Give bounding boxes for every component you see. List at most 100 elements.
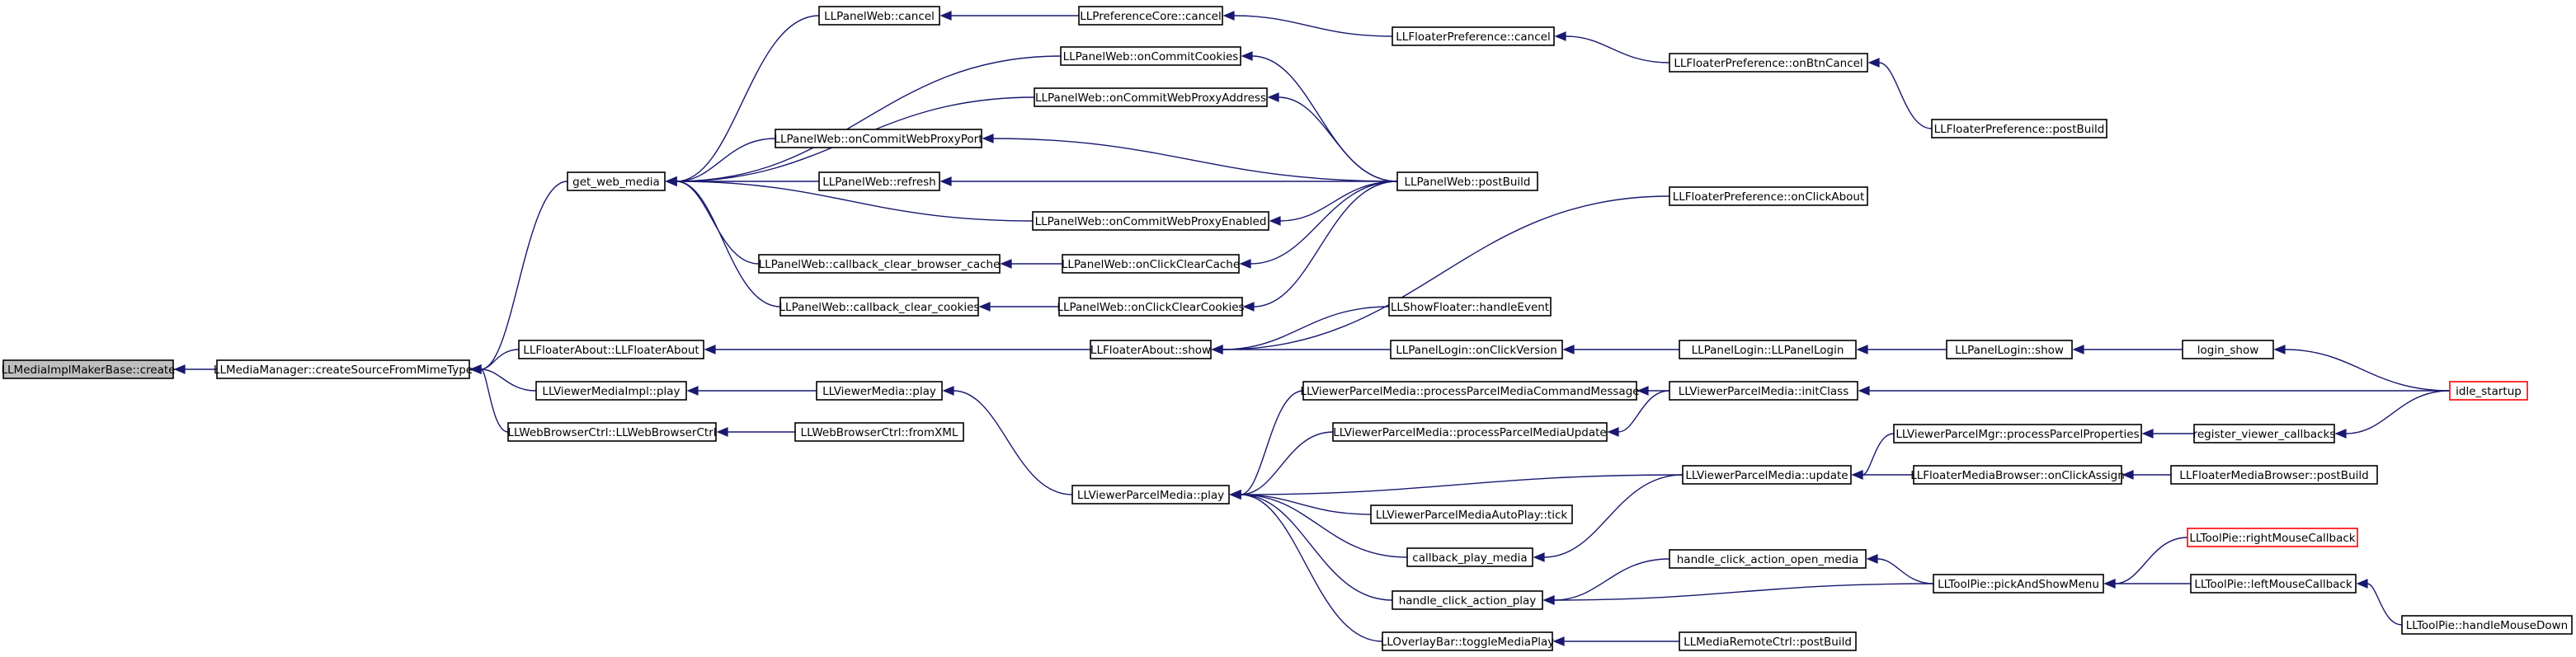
- node-llpreferencecore-cancel[interactable]: LLPreferenceCore::cancel: [1078, 6, 1223, 26]
- node-box[interactable]: [794, 422, 964, 442]
- node-box[interactable]: [1058, 297, 1243, 317]
- node-llpanelweb-oncommitwebproxyaddress[interactable]: LLPanelWeb::onCommitWebProxyAddress: [1034, 87, 1268, 107]
- node-box[interactable]: [2449, 381, 2528, 401]
- node-llpanelweb-refresh[interactable]: LLPanelWeb::refresh: [818, 171, 940, 191]
- node-box[interactable]: [1032, 211, 1269, 231]
- node-box[interactable]: [1390, 340, 1563, 359]
- node-box[interactable]: [1682, 465, 1852, 485]
- node-llpanelweb-postbuild[interactable]: LLPanelWeb::postBuild: [1396, 171, 1538, 191]
- node-box[interactable]: [1078, 6, 1223, 26]
- node-llmediamanager-createsourcefrommimetype[interactable]: LLMediaManager::createSourceFromMimeType: [214, 359, 473, 379]
- node-llwebbrowserctrl-llwebbrowserctrl[interactable]: LLWebBrowserCtrl::LLWebBrowserCtrl: [507, 422, 717, 442]
- node-llshowfloater-handleevent[interactable]: LLShowFloater::handleEvent: [1388, 297, 1552, 317]
- node-llviewerparcelmedia-update[interactable]: LLViewerParcelMedia::update: [1682, 465, 1852, 485]
- node-llviewerparcelmedia-play[interactable]: LLViewerParcelMedia::play: [1071, 485, 1230, 504]
- node-box[interactable]: [2182, 340, 2274, 359]
- node-box[interactable]: [1669, 53, 1868, 73]
- node-llviewerparcelmgr-processparcelproperties[interactable]: LLViewerParcelMgr::processParcelProperti…: [1893, 424, 2142, 443]
- node-box[interactable]: [1946, 340, 2073, 359]
- node-llviewerparcelmedia-processparcelmediaupdate[interactable]: LLViewerParcelMedia::processParcelMediaU…: [1332, 422, 1608, 442]
- node-llpanelweb-callback-clear-browser-cache[interactable]: LLPanelWeb::callback_clear_browser_cache: [758, 254, 1001, 274]
- node-llpanelweb-callback-clear-cookies[interactable]: LLPanelWeb::callback_clear_cookies: [779, 297, 980, 317]
- node-box[interactable]: [775, 129, 982, 148]
- node-box[interactable]: [1669, 186, 1868, 206]
- node-llfloaterabout-llfloaterabout[interactable]: LLFloaterAbout::LLFloaterAbout: [518, 340, 704, 359]
- node-llpanellogin-onclickversion[interactable]: LLPanelLogin::onClickVersion: [1390, 340, 1563, 359]
- node-lloverlaybar-togglemediaplay[interactable]: LLOverlayBar::toggleMediaPlay: [1381, 631, 1554, 651]
- node-llviewerparcelmediaautoplay-tick[interactable]: LLViewerParcelMediaAutoPlay::tick: [1370, 504, 1573, 524]
- node-box[interactable]: [1931, 119, 2107, 138]
- node-register-viewer-callbacks[interactable]: register_viewer_callbacks: [2193, 424, 2336, 443]
- node-llpanelweb-cancel[interactable]: LLPanelWeb::cancel: [818, 6, 940, 26]
- node-box[interactable]: [518, 340, 704, 359]
- node-llwebbrowserctrl-fromxml[interactable]: LLWebBrowserCtrl::fromXML: [794, 422, 964, 442]
- node-box[interactable]: [1370, 504, 1573, 524]
- node-box[interactable]: [2187, 528, 2358, 547]
- node-box[interactable]: [1060, 46, 1241, 66]
- node-llpanelweb-oncommitwebproxyport[interactable]: LLPanelWeb::onCommitWebProxyPort: [774, 129, 983, 148]
- node-box[interactable]: [1034, 87, 1268, 107]
- node-box[interactable]: [2, 359, 174, 379]
- node-box[interactable]: [567, 171, 666, 191]
- node-box[interactable]: [2170, 465, 2378, 485]
- node-llmediaremotectrl-postbuild[interactable]: LLMediaRemoteCtrl::postBuild: [1679, 631, 1857, 651]
- node-box[interactable]: [2190, 574, 2357, 594]
- node-box[interactable]: [1396, 171, 1538, 191]
- node-lltoolpie-rightmousecallback[interactable]: LLToolPie::rightMouseCallback: [2187, 528, 2358, 547]
- node-llpanellogin-show[interactable]: LLPanelLogin::show: [1946, 340, 2073, 359]
- node-box[interactable]: [1392, 590, 1543, 610]
- node-box[interactable]: [1090, 340, 1212, 359]
- node-box[interactable]: [1933, 574, 2104, 594]
- node-box[interactable]: [507, 422, 717, 442]
- node-box[interactable]: [818, 171, 940, 191]
- node-box[interactable]: [1913, 465, 2122, 485]
- node-box[interactable]: [758, 254, 1001, 274]
- node-get-web-media[interactable]: get_web_media: [567, 171, 666, 191]
- node-llviewermediaimpl-play[interactable]: LLViewerMediaImpl::play: [535, 381, 687, 401]
- node-idle-startup[interactable]: idle_startup: [2449, 381, 2528, 401]
- node-llpanellogin-llpanellogin[interactable]: LLPanelLogin::LLPanelLogin: [1679, 340, 1857, 359]
- node-handle-click-action-open-media[interactable]: handle_click_action_open_media: [1669, 549, 1867, 569]
- node-callback-play-media[interactable]: callback_play_media: [1406, 547, 1533, 567]
- node-llviewermedia-play[interactable]: LLViewerMedia::play: [816, 381, 943, 401]
- node-box[interactable]: [1679, 340, 1857, 359]
- node-login-show[interactable]: login_show: [2182, 340, 2274, 359]
- node-box[interactable]: [1302, 381, 1637, 401]
- node-box[interactable]: [1669, 549, 1867, 569]
- node-llpanelweb-onclickclearcookies[interactable]: LLPanelWeb::onClickClearCookies: [1057, 297, 1245, 317]
- node-box[interactable]: [1392, 26, 1555, 46]
- node-llpanelweb-oncommitwebproxyenabled[interactable]: LLPanelWeb::onCommitWebProxyEnabled: [1032, 211, 1269, 231]
- node-llmediaimplmakerbase-create[interactable]: LLMediaImplMakerBase::create: [2, 359, 176, 379]
- node-box[interactable]: [1332, 422, 1608, 442]
- node-lltoolpie-pickandshowmenu[interactable]: LLToolPie::pickAndShowMenu: [1933, 574, 2104, 594]
- node-box[interactable]: [1071, 485, 1230, 504]
- node-box[interactable]: [1669, 381, 1858, 401]
- node-llfloatermediabrowser-postbuild[interactable]: LLFloaterMediaBrowser::postBuild: [2170, 465, 2378, 485]
- node-llfloaterpreference-cancel[interactable]: LLFloaterPreference::cancel: [1392, 26, 1555, 46]
- node-llfloaterpreference-onbtncancel[interactable]: LLFloaterPreference::onBtnCancel: [1669, 53, 1868, 73]
- node-box[interactable]: [1062, 254, 1240, 274]
- node-llfloaterabout-show[interactable]: LLFloaterAbout::show: [1090, 340, 1212, 359]
- node-box[interactable]: [1382, 631, 1553, 651]
- node-llpanelweb-onclickclearcache[interactable]: LLPanelWeb::onClickClearCache: [1062, 254, 1240, 274]
- node-box[interactable]: [2193, 424, 2335, 443]
- node-box[interactable]: [2401, 615, 2573, 635]
- node-llpanelweb-oncommitcookies[interactable]: LLPanelWeb::onCommitCookies: [1060, 46, 1241, 66]
- node-llviewerparcelmedia-processparcelmediacommandmessage[interactable]: LLViewerParcelMedia::processParcelMediaC…: [1300, 381, 1640, 401]
- node-lltoolpie-handlemousedown[interactable]: LLToolPie::handleMouseDown: [2401, 615, 2573, 635]
- node-box[interactable]: [535, 381, 687, 401]
- node-box[interactable]: [216, 359, 470, 379]
- node-box[interactable]: [1679, 631, 1857, 651]
- node-box[interactable]: [816, 381, 943, 401]
- node-box[interactable]: [779, 297, 979, 317]
- node-llviewerparcelmedia-initclass[interactable]: LLViewerParcelMedia::initClass: [1669, 381, 1858, 401]
- node-box[interactable]: [1893, 424, 2142, 443]
- node-box[interactable]: [1406, 547, 1533, 567]
- node-box[interactable]: [818, 6, 940, 26]
- node-llfloatermediabrowser-onclickassign[interactable]: LLFloaterMediaBrowser::onClickAssign: [1910, 465, 2125, 485]
- node-handle-click-action-play[interactable]: handle_click_action_play: [1392, 590, 1543, 610]
- node-llfloaterpreference-onclickabout[interactable]: LLFloaterPreference::onClickAbout: [1669, 186, 1868, 206]
- node-lltoolpie-leftmousecallback[interactable]: LLToolPie::leftMouseCallback: [2190, 574, 2357, 594]
- node-box[interactable]: [1388, 297, 1552, 317]
- node-llfloaterpreference-postbuild[interactable]: LLFloaterPreference::postBuild: [1931, 119, 2107, 138]
